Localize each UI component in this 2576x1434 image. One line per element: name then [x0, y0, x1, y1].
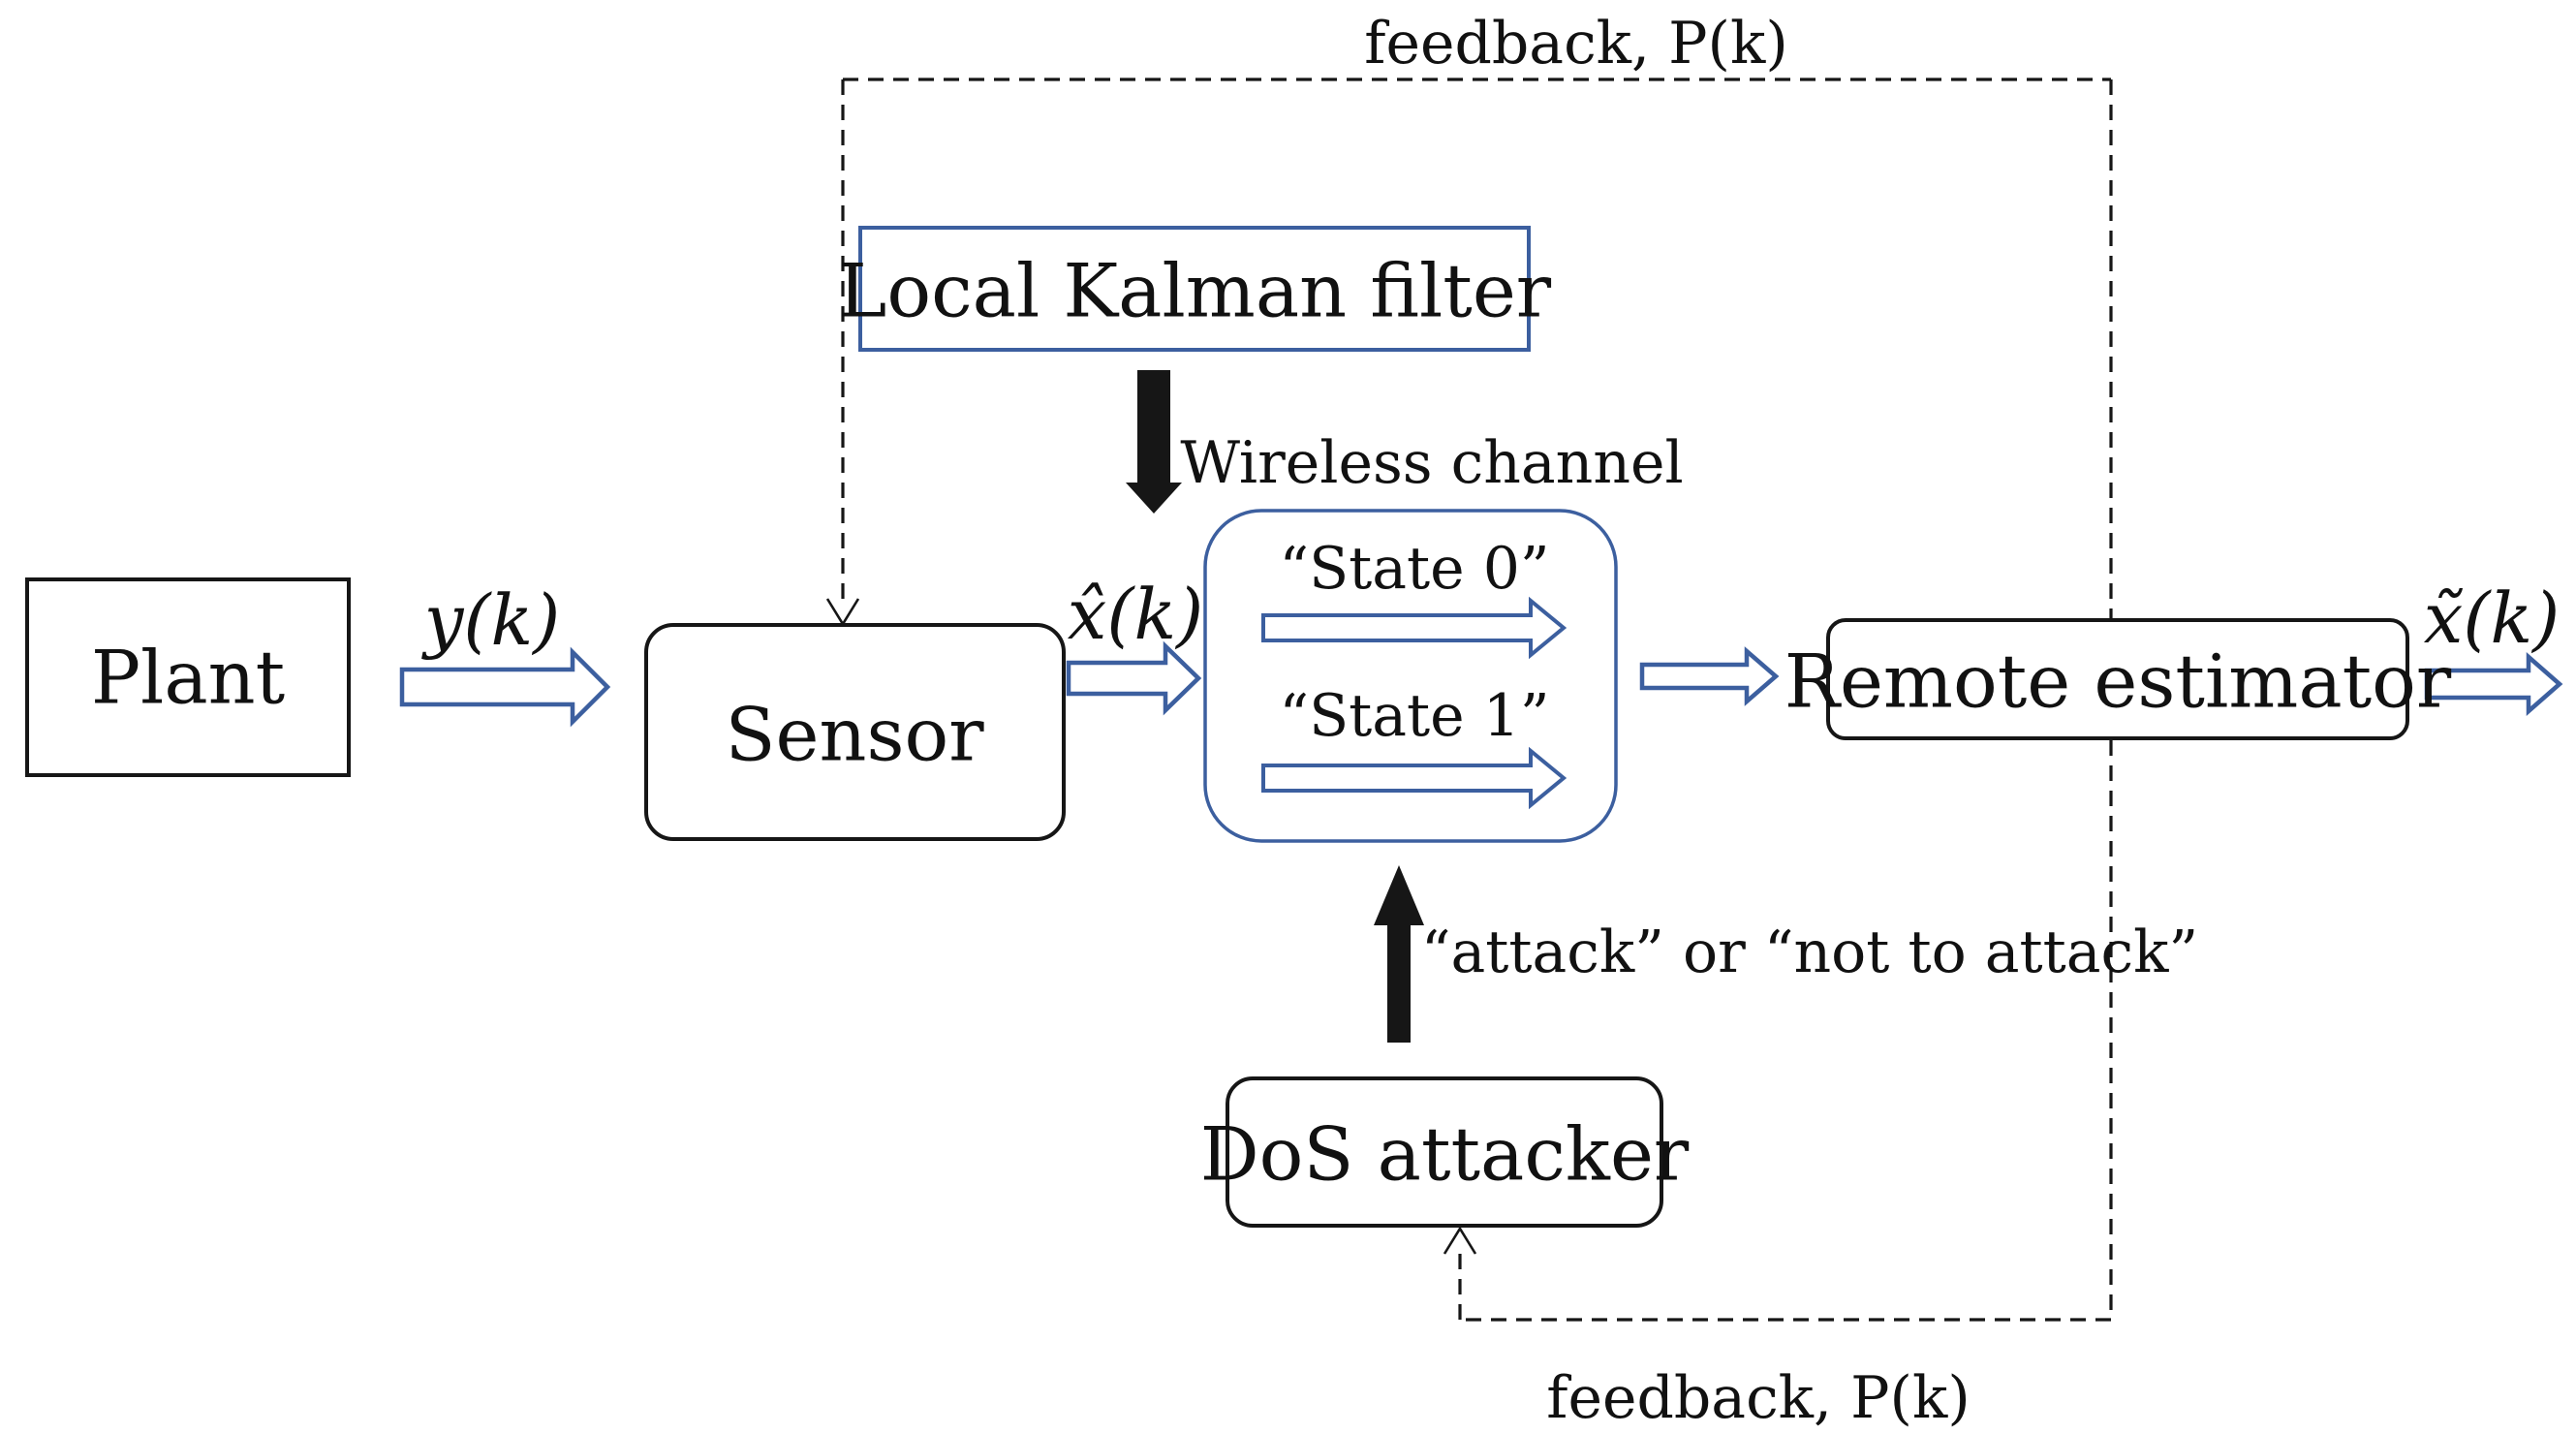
- feedback-top-label: feedback, P(k): [1364, 10, 1787, 78]
- wireless-channel-title: Wireless channel: [1180, 429, 1683, 497]
- plant-box: [25, 577, 351, 777]
- plant-to-sensor-arrow-icon: [399, 646, 611, 728]
- remote-estimator-box: [1826, 618, 2409, 740]
- attacker-to-channel-arrow-icon: [1374, 865, 1424, 1043]
- kalman-to-channel-arrow-icon: [1126, 370, 1182, 514]
- remote-estimator-label: Remote estimator: [1785, 639, 2452, 725]
- plant-label: Plant: [91, 635, 285, 721]
- y-k-signal-label: y(k): [421, 579, 560, 661]
- sensor-to-channel-arrow-icon: [1066, 640, 1202, 716]
- wireless-channel-box: [1203, 509, 1618, 843]
- dos-attacker-label: DoS attacker: [1200, 1111, 1690, 1198]
- x-tilde-k-signal-label: x̃(k): [2424, 577, 2560, 659]
- dashed-arrowhead-into-sensor-icon: [825, 598, 860, 627]
- local-kalman-filter-label: Local Kalman filter: [838, 248, 1552, 334]
- state1-label: “State 1”: [1279, 682, 1549, 750]
- feedback-bottom-label: feedback, P(k): [1546, 1364, 1970, 1432]
- state0-label: “State 0”: [1279, 535, 1549, 603]
- local-kalman-filter-box: [858, 226, 1531, 352]
- state0-arrow-icon: [1261, 596, 1567, 660]
- sensor-box: [644, 623, 1066, 841]
- dos-attacker-box: [1226, 1076, 1663, 1228]
- sensor-label: Sensor: [725, 692, 984, 778]
- estimator-output-arrow-icon: [2424, 652, 2563, 716]
- state1-arrow-icon: [1261, 746, 1567, 810]
- dashed-arrowhead-into-attacker-icon: [1443, 1226, 1477, 1255]
- x-hat-k-signal-label: x̂(k): [1068, 574, 1203, 655]
- channel-to-estimator-arrow-icon: [1639, 646, 1780, 706]
- attack-choice-label: “attack” or “not to attack”: [1421, 919, 2198, 986]
